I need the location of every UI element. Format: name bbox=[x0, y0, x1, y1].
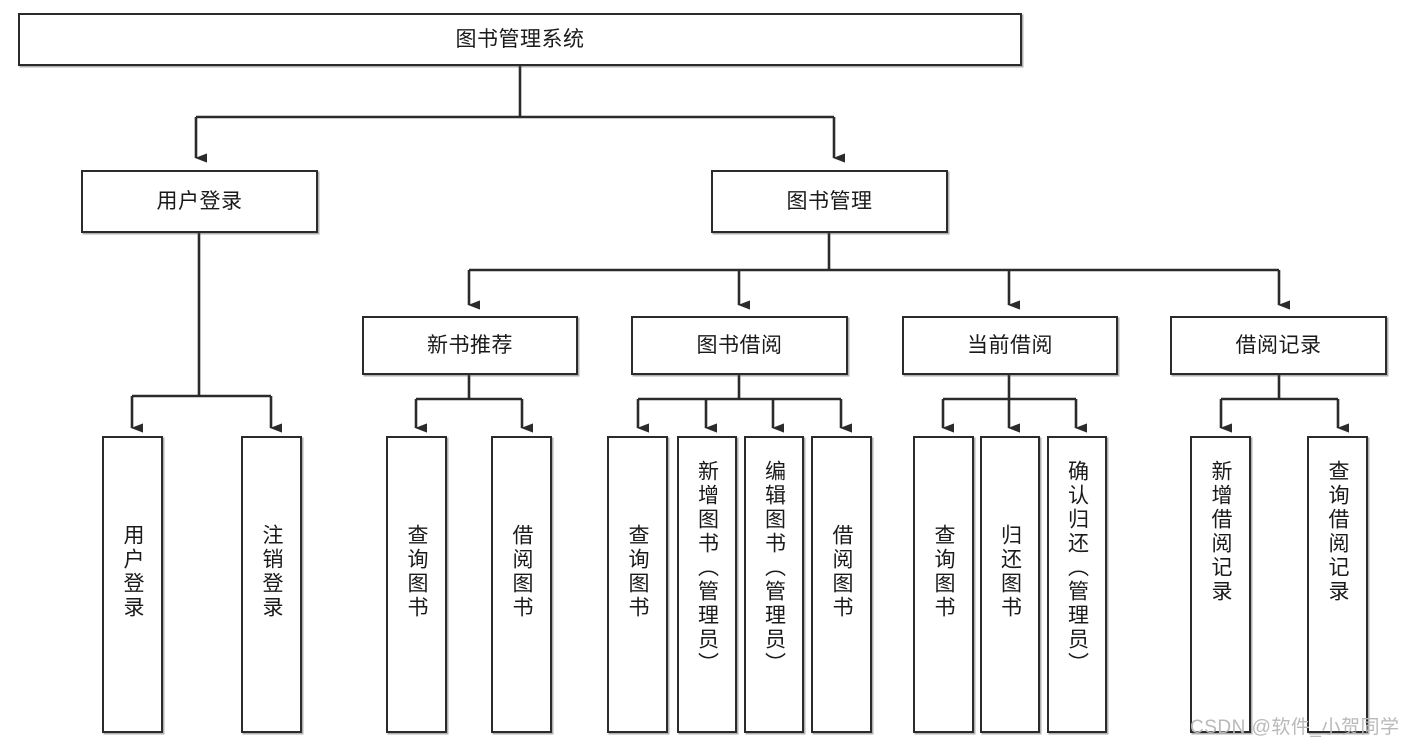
leaf-user-login-logout[interactable]: 注销登录 bbox=[241, 436, 302, 733]
leaf-book-borrow-add[interactable]: 新增图书（管理员） bbox=[677, 436, 737, 733]
node-current-borrow-label: 当前借阅 bbox=[967, 333, 1053, 357]
node-root[interactable]: 图书管理系统 bbox=[18, 13, 1022, 66]
leaf-label: 借阅图书 bbox=[830, 524, 853, 620]
node-current-borrow[interactable]: 当前借阅 bbox=[902, 316, 1118, 375]
node-book-management-label: 图书管理 bbox=[786, 189, 873, 213]
leaf-borrow-record-add[interactable]: 新增借阅记录 bbox=[1190, 436, 1251, 733]
leaf-book-borrow-borrow[interactable]: 借阅图书 bbox=[811, 436, 872, 733]
leaf-label: 查询图书 bbox=[932, 524, 955, 620]
leaf-label: 查询借阅记录 bbox=[1326, 460, 1349, 604]
node-book-management[interactable]: 图书管理 bbox=[711, 170, 948, 233]
node-book-borrow[interactable]: 图书借阅 bbox=[631, 316, 848, 375]
leaf-new-book-query[interactable]: 查询图书 bbox=[386, 436, 447, 733]
leaf-current-borrow-query[interactable]: 查询图书 bbox=[913, 436, 974, 733]
leaf-new-book-borrow[interactable]: 借阅图书 bbox=[491, 436, 552, 733]
leaf-label: 编辑图书（管理员） bbox=[762, 460, 786, 676]
node-new-book-recommend[interactable]: 新书推荐 bbox=[362, 316, 578, 375]
node-book-borrow-label: 图书借阅 bbox=[696, 333, 783, 357]
node-root-label: 图书管理系统 bbox=[455, 27, 585, 51]
leaf-label: 归还图书 bbox=[998, 524, 1022, 620]
watermark: CSDN @软件_小贺同学 bbox=[1190, 717, 1400, 738]
node-borrow-record[interactable]: 借阅记录 bbox=[1170, 316, 1387, 375]
leaf-current-borrow-return[interactable]: 归还图书 bbox=[980, 436, 1040, 733]
leaf-current-borrow-confirm[interactable]: 确认归还（管理员） bbox=[1047, 436, 1107, 733]
leaf-label: 借阅图书 bbox=[510, 524, 533, 620]
leaf-label: 用户登录 bbox=[121, 524, 144, 620]
leaf-book-borrow-query[interactable]: 查询图书 bbox=[607, 436, 668, 733]
node-user-login-label: 用户登录 bbox=[156, 189, 243, 213]
leaf-borrow-record-query[interactable]: 查询借阅记录 bbox=[1307, 436, 1368, 733]
leaf-label: 新增借阅记录 bbox=[1209, 460, 1232, 604]
node-borrow-record-label: 借阅记录 bbox=[1235, 333, 1322, 357]
leaf-label: 新增图书（管理员） bbox=[695, 460, 719, 676]
node-user-login[interactable]: 用户登录 bbox=[81, 170, 318, 233]
leaf-label: 注销登录 bbox=[260, 524, 283, 620]
leaf-label: 确认归还（管理员） bbox=[1065, 460, 1089, 676]
leaf-label: 查询图书 bbox=[626, 524, 649, 620]
leaf-book-borrow-edit[interactable]: 编辑图书（管理员） bbox=[744, 436, 804, 733]
leaf-label: 查询图书 bbox=[405, 524, 428, 620]
node-new-book-recommend-label: 新书推荐 bbox=[427, 333, 513, 357]
leaf-user-login-login[interactable]: 用户登录 bbox=[102, 436, 163, 733]
